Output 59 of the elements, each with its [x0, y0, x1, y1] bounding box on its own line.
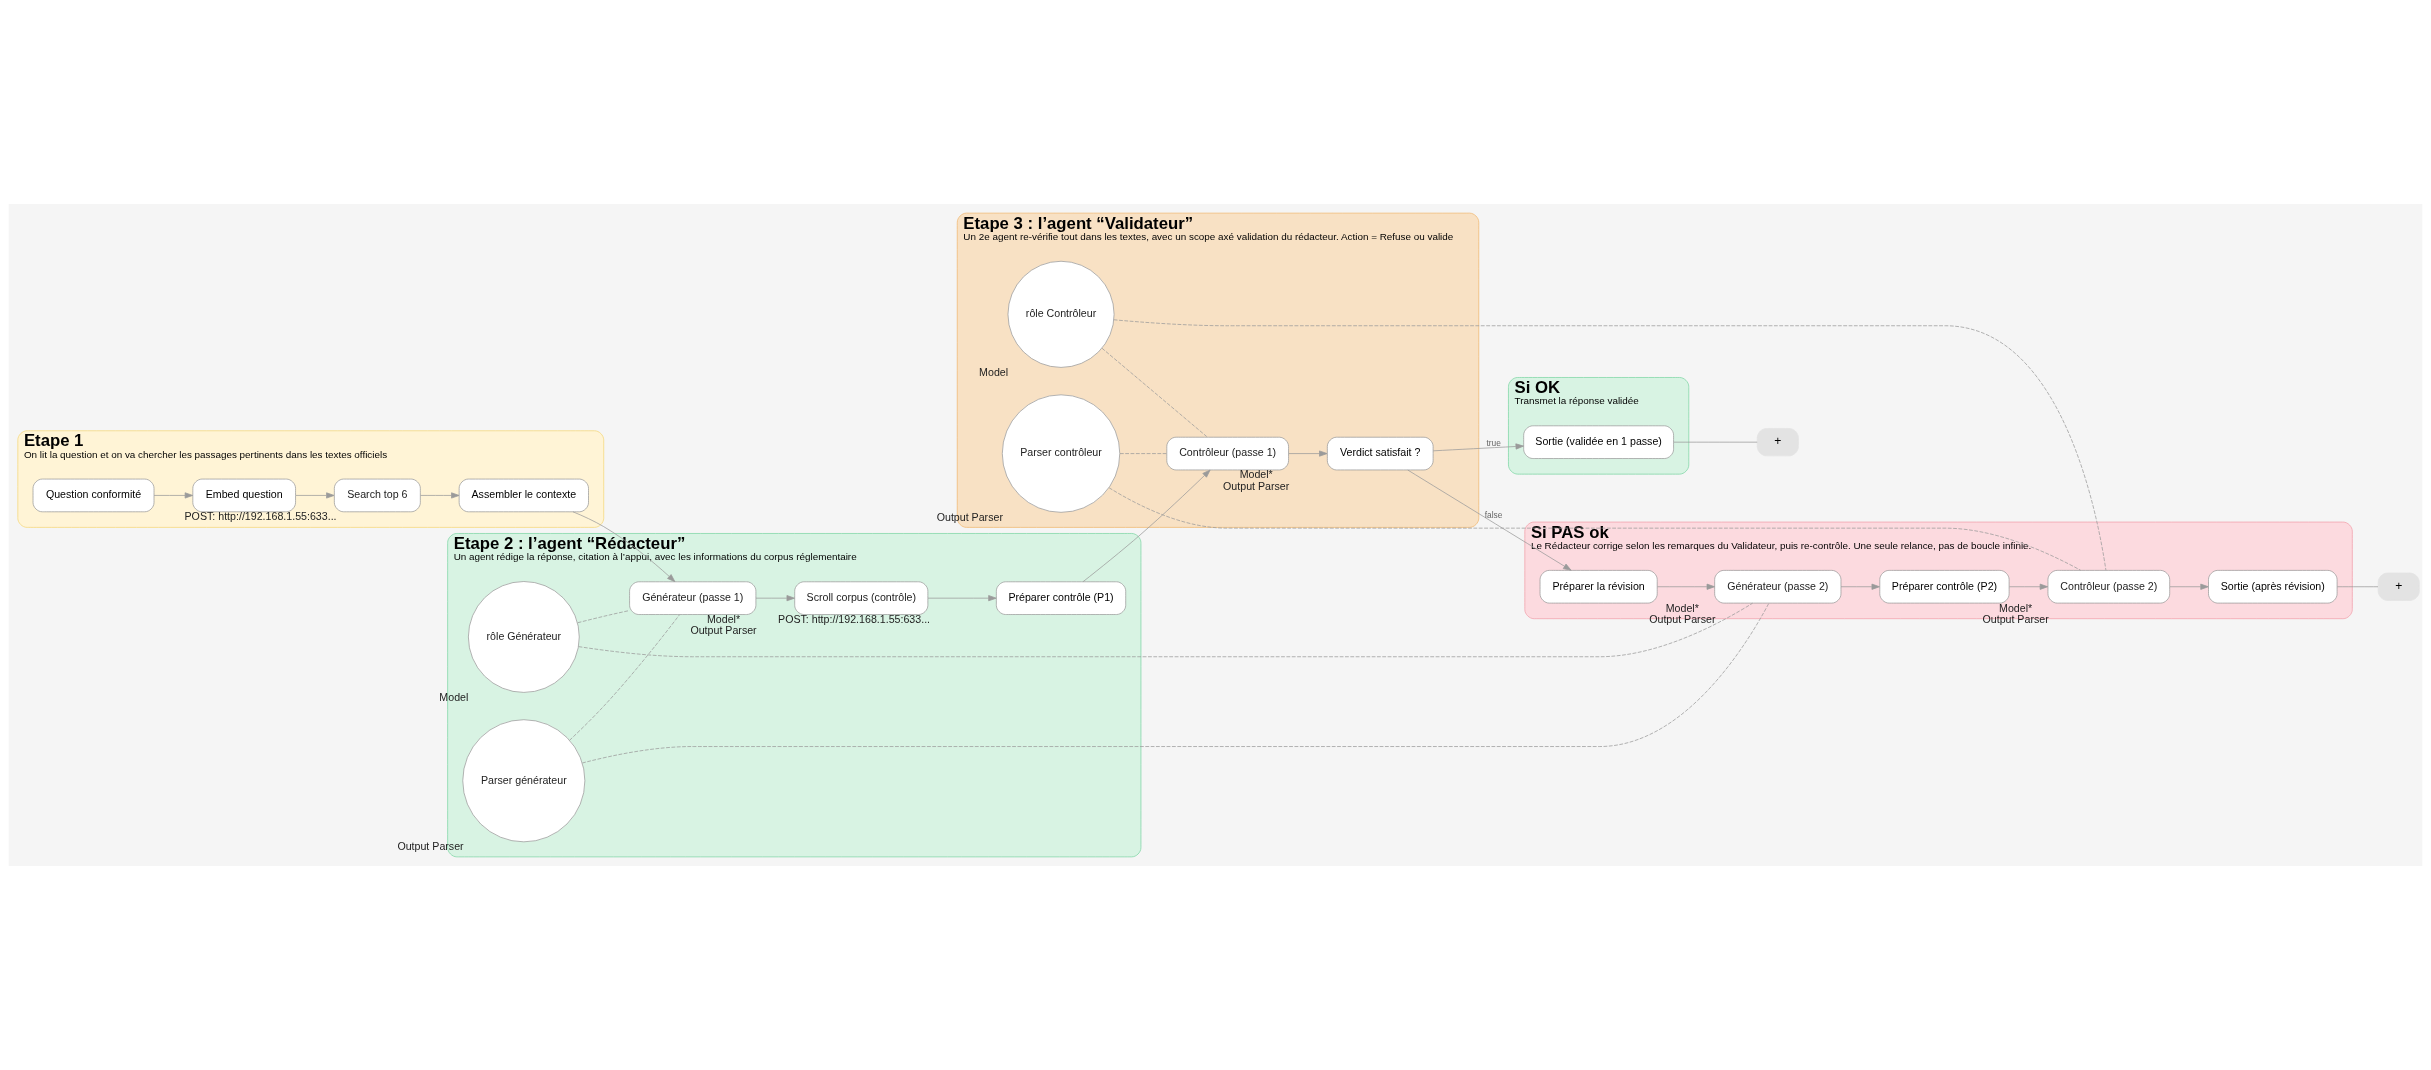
arrow: [572, 511, 676, 582]
node-label: Output Parser: [936, 510, 1003, 523]
arrow: [1656, 583, 1715, 590]
node-box: +: [1756, 428, 1799, 457]
connector: [581, 602, 1770, 764]
node-box: Préparer la révision: [1539, 570, 1658, 604]
arrow: [2169, 583, 2209, 590]
node-label: Output Parser: [397, 840, 464, 853]
arrow: [1288, 450, 1328, 457]
node-circle: Parser générateur: [462, 719, 586, 843]
node-circle: rôle Contrôleur: [1007, 260, 1115, 368]
connector: [2336, 586, 2379, 588]
arrow: [420, 492, 460, 499]
connector: [1108, 487, 2081, 571]
node-label: Model: [979, 365, 1009, 378]
node-circle: Parser contrôleur: [1001, 394, 1121, 513]
node-box: Sortie (validée en 1 passe): [1523, 425, 1674, 459]
node-box: Embed question: [192, 478, 296, 513]
node-label: Model*: [707, 613, 741, 626]
node-box: Assembler le contexte: [458, 478, 589, 513]
connector: [1113, 319, 2107, 571]
arrow: [1432, 443, 1524, 452]
node-box: Question conformité: [32, 478, 155, 513]
node-box: Verdict satisfait ?: [1326, 436, 1434, 471]
node-box: Sortie (après révision): [2208, 570, 2338, 604]
arrow: [1082, 469, 1211, 583]
node-box: Contrôleur (passe 1): [1166, 436, 1289, 471]
node-label: POST: http://192.168.1.55:633...: [778, 613, 931, 626]
arrow: [153, 492, 194, 499]
node-box: Préparer contrôle (P2): [1879, 570, 2010, 604]
arrow: [1840, 583, 1880, 590]
node-box: +: [2377, 572, 2420, 601]
edge-label: true: [1486, 437, 1501, 448]
node-box: Préparer contrôle (P1): [996, 581, 1127, 615]
arrow: [2008, 583, 2049, 590]
arrow: [295, 492, 335, 499]
connector: [578, 602, 1754, 658]
node-label: Model*: [1999, 601, 2033, 614]
arrow: [755, 595, 795, 602]
node-label: Output Parser: [1223, 479, 1290, 492]
node-box: Search top 6: [334, 478, 421, 513]
connector: [577, 610, 630, 624]
node-label: Model*: [1665, 601, 1699, 614]
node-label: POST: http://192.168.1.55:633...: [184, 510, 337, 523]
node-label: Output Parser: [690, 624, 757, 637]
node-box: Contrôleur (passe 2): [2047, 570, 2171, 604]
node-box: Générateur (passe 2): [1714, 570, 1842, 604]
node-box: Générateur (passe 1): [629, 581, 757, 615]
node-label: Model*: [1239, 468, 1273, 481]
edge-label: false: [1484, 510, 1503, 521]
node-label: Model: [439, 690, 469, 703]
connector: [569, 614, 680, 741]
node-circle: rôle Générateur: [468, 581, 580, 693]
arrow: [1407, 469, 1572, 571]
arrow: [927, 595, 997, 602]
connector: [1673, 441, 1758, 443]
connector: [1119, 453, 1168, 454]
connector: [1101, 347, 1208, 438]
node-box: Scroll corpus (contrôle): [794, 581, 929, 615]
